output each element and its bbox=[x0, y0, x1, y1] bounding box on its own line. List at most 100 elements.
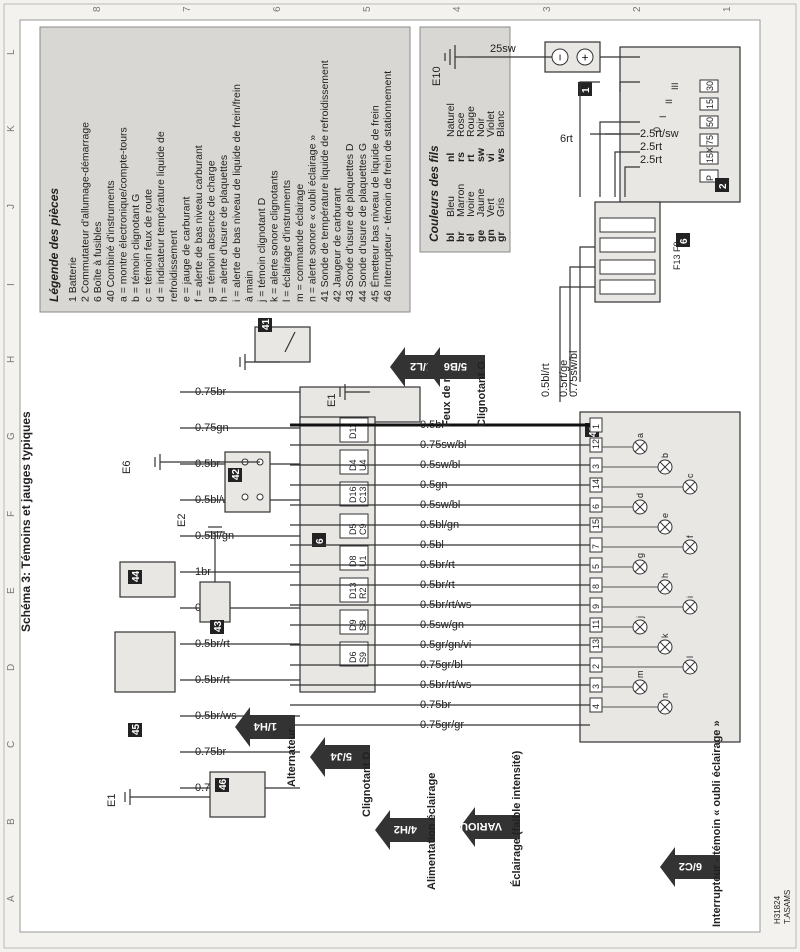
edge-number: 7 bbox=[182, 6, 193, 12]
footnote-2: T.ASAMS bbox=[783, 890, 792, 924]
sensor-42: 42 E6 bbox=[121, 451, 271, 513]
colour-cell: Blanc bbox=[495, 111, 507, 137]
tag-6b: 6 bbox=[315, 538, 326, 544]
arrow-code: 5/J4 bbox=[330, 750, 352, 762]
legend-item: m = commande éclairage bbox=[294, 184, 306, 302]
ignition-position: 0 bbox=[652, 127, 662, 132]
edge-letter: F bbox=[6, 511, 17, 517]
colour-cell: Violet bbox=[485, 111, 497, 137]
wire-label: 0.5bl bbox=[420, 539, 444, 551]
ground-e2: E2 bbox=[176, 514, 188, 527]
cluster-pin: 12 bbox=[591, 439, 601, 449]
wire-label: 0.5gr/gn/vi bbox=[420, 639, 471, 651]
legend-item: l = éclairage d'instruments bbox=[281, 180, 293, 302]
cluster-pin: 9 bbox=[591, 604, 601, 609]
cluster-pin: 13 bbox=[591, 639, 601, 649]
legend-item: à main bbox=[243, 270, 255, 302]
wire-label: 0.5bl/gn bbox=[420, 519, 459, 531]
fuse-pin-b: C13 bbox=[358, 486, 368, 503]
wire-swbl: 0.75sw/bl bbox=[568, 351, 580, 397]
cluster-pin: 11 bbox=[591, 620, 601, 629]
wire-label: 0.75br bbox=[195, 386, 227, 398]
edge-letter: J bbox=[6, 204, 17, 209]
colour-cell: sw bbox=[475, 147, 487, 162]
fuse-f13: F13 bbox=[672, 254, 682, 270]
ign-wire-6rt: 6rt bbox=[560, 133, 573, 145]
ignition-pin: 15X bbox=[705, 147, 715, 163]
colour-cell: gn bbox=[485, 229, 497, 242]
cluster-part: m bbox=[635, 671, 645, 679]
arrow-label: Clignotant D bbox=[361, 752, 373, 817]
wire-label: 0.5br/rt bbox=[420, 579, 455, 591]
edge-letter: C bbox=[6, 741, 17, 748]
wire-label: 1br bbox=[195, 566, 211, 578]
fuse-pin: D13 bbox=[348, 582, 358, 599]
legend-item: k = alerte sonore clignotants bbox=[269, 170, 281, 302]
colour-cell: rs bbox=[455, 152, 467, 162]
colour-cell: gr bbox=[495, 232, 507, 243]
tag-42: 42 bbox=[231, 468, 242, 480]
tag-1: 1 bbox=[581, 87, 592, 93]
arrow-label: Alternateur bbox=[286, 728, 298, 787]
fuse-pin: D8 bbox=[348, 555, 358, 567]
colour-cell: Vert bbox=[485, 198, 497, 217]
sensor-46: 46 E1 bbox=[106, 771, 266, 818]
colour-cell: bl bbox=[445, 233, 457, 242]
ignition-pin: P bbox=[705, 175, 715, 181]
colour-cell: Rose bbox=[455, 112, 467, 137]
wire-label: 0.75br bbox=[420, 699, 452, 711]
fuse-pin: D16 bbox=[348, 486, 358, 503]
colour-table bbox=[419, 26, 511, 253]
edge-number: 6 bbox=[272, 6, 283, 12]
wire-label: 0.5sw/bl bbox=[420, 459, 460, 471]
fuse-pin-b: R2 bbox=[358, 587, 368, 599]
fuse-pin-b: S9 bbox=[358, 652, 368, 663]
fusebox-upper: F9 F13 6 bbox=[594, 201, 690, 303]
wire-label: 0.75gr/gr bbox=[420, 719, 464, 731]
wire-label: 0.75br bbox=[195, 746, 227, 758]
ignition-pin: 15 bbox=[705, 99, 715, 109]
ignition-pin: 30 bbox=[705, 81, 715, 91]
sensor-44: 44 bbox=[119, 561, 176, 598]
battery-wire: 25sw bbox=[490, 43, 516, 55]
legend-item: 45 Émetteur bas niveau de liquide de fre… bbox=[368, 105, 381, 302]
ground-e6: E6 bbox=[121, 461, 133, 474]
legend-item: 46 Interrupteur - témoin de frein de sta… bbox=[382, 71, 394, 302]
legend-item: 42 Jaugeur de carburant bbox=[332, 188, 344, 302]
edge-letter: B bbox=[6, 818, 17, 825]
legend-item: j = témoin clignotant D bbox=[256, 197, 268, 303]
colour-cell: el bbox=[465, 233, 477, 242]
wire-label: 0.5sw/bl bbox=[420, 499, 460, 511]
tag-43: 43 bbox=[213, 620, 224, 632]
cluster-pin: 3 bbox=[591, 684, 601, 689]
legend-item: f = alerte de bas niveau carburant bbox=[193, 145, 205, 302]
colour-heading: Couleurs des fils bbox=[427, 145, 441, 242]
arrow-code: 4/L2 bbox=[410, 360, 432, 372]
colour-cell: br bbox=[455, 232, 467, 243]
colour-cell: Bleu bbox=[445, 196, 457, 217]
edge-number: 8 bbox=[92, 6, 103, 12]
battery-neg: − bbox=[553, 54, 567, 61]
ignition-pin: 50 bbox=[705, 117, 715, 127]
cluster-part: b bbox=[660, 453, 670, 458]
ignition-pin: 75 bbox=[705, 135, 715, 145]
legend-item: 1 Batterie bbox=[67, 257, 79, 302]
edge-number: 2 bbox=[632, 6, 643, 12]
tag-41: 41 bbox=[261, 318, 272, 330]
cluster-part: i bbox=[685, 596, 695, 598]
arrow-code: 1/H4 bbox=[253, 720, 277, 732]
colour-cell: nl bbox=[445, 153, 457, 162]
cluster-pin: 4 bbox=[591, 704, 601, 709]
arrow-label: Clignotant G bbox=[476, 361, 488, 427]
colour-cell: Marron bbox=[455, 184, 467, 217]
edge-letter: D bbox=[6, 664, 17, 671]
legend-item: refroidissement bbox=[168, 230, 180, 302]
cluster-pin: 14 bbox=[591, 479, 601, 489]
legend-item: b = témoin clignotant G bbox=[130, 194, 142, 302]
tag-44: 44 bbox=[131, 570, 142, 582]
sensor-45: 45 bbox=[114, 631, 176, 737]
